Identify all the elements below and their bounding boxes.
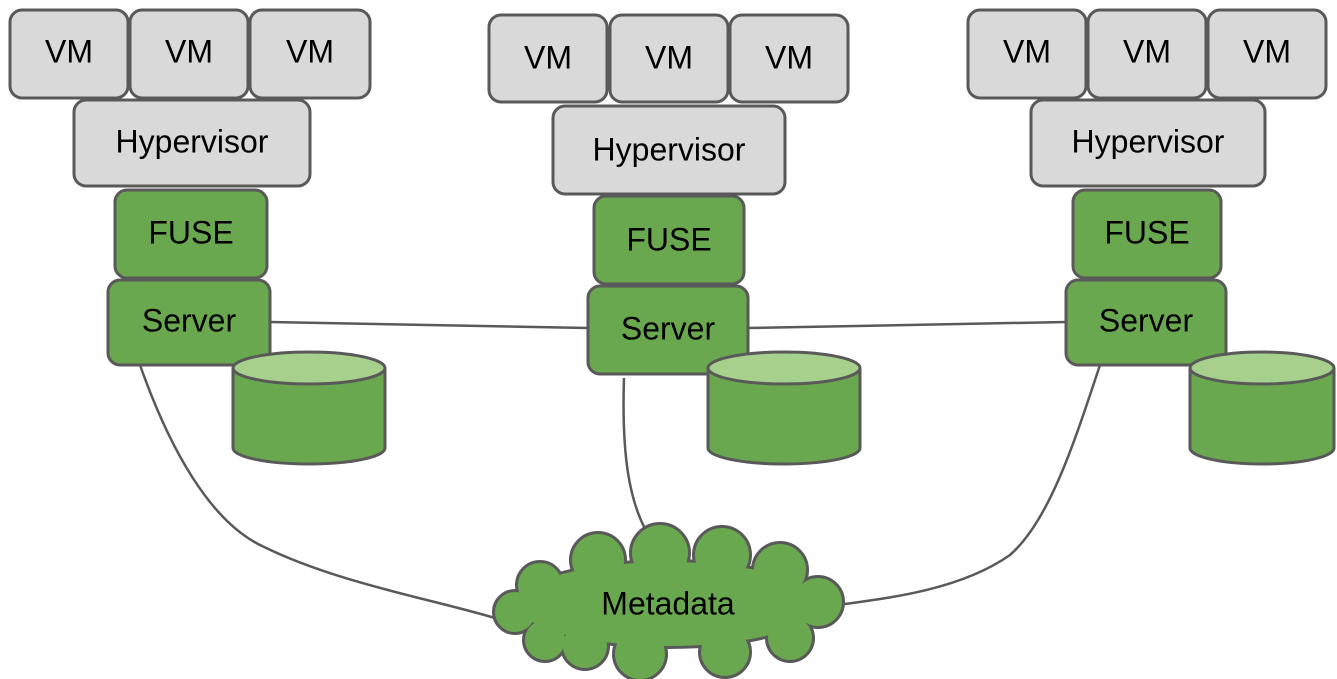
node-2-fuse: FUSE bbox=[592, 194, 746, 286]
node-3: VM VM VM Hypervisor FUSE Server bbox=[966, 8, 1336, 466]
metadata-link-middle bbox=[622, 377, 659, 549]
hypervisor-label: Hypervisor bbox=[116, 123, 269, 159]
node-1-vm-3: VM bbox=[248, 8, 372, 100]
node-3-server: Server bbox=[1064, 278, 1228, 367]
node-1-vm-1: VM bbox=[8, 8, 130, 100]
node-2-vm-1: VM bbox=[487, 13, 609, 104]
vm-label: VM bbox=[765, 39, 813, 75]
node-1-fuse: FUSE bbox=[113, 188, 269, 280]
node-2-server: Server bbox=[586, 284, 750, 376]
server-label: Server bbox=[142, 302, 237, 338]
node-2-disk-icon bbox=[706, 350, 862, 466]
server-label: Server bbox=[621, 310, 716, 346]
node-3-vm-3: VM bbox=[1206, 8, 1328, 100]
node-1-hypervisor: Hypervisor bbox=[72, 98, 312, 188]
node-3-vm-1: VM bbox=[966, 8, 1088, 100]
metadata-link-left bbox=[138, 364, 509, 624]
node-2-vm-3: VM bbox=[728, 13, 850, 104]
server-label: Server bbox=[1099, 302, 1194, 338]
server-link-middle-right bbox=[747, 320, 1067, 330]
node-1-vm-2: VM bbox=[128, 8, 250, 100]
node-3-vm-2: VM bbox=[1086, 8, 1208, 100]
vm-label: VM bbox=[645, 39, 693, 75]
hypervisor-label: Hypervisor bbox=[593, 131, 746, 167]
vm-label: VM bbox=[524, 39, 572, 75]
fuse-label: FUSE bbox=[148, 214, 233, 250]
node-1: VM VM VM Hypervisor FUSE Server bbox=[8, 8, 387, 466]
vm-label: VM bbox=[1123, 33, 1171, 69]
server-link-left-middle bbox=[269, 320, 589, 330]
node-3-hypervisor: Hypervisor bbox=[1029, 98, 1267, 188]
node-1-disk-icon bbox=[231, 350, 387, 466]
vm-label: VM bbox=[1003, 33, 1051, 69]
node-2-hypervisor: Hypervisor bbox=[551, 104, 787, 196]
vm-label: VM bbox=[45, 33, 93, 69]
node-1-server: Server bbox=[106, 278, 272, 367]
metadata-label: Metadata bbox=[601, 585, 735, 621]
node-3-disk-icon bbox=[1188, 350, 1336, 466]
connections bbox=[138, 320, 1102, 624]
vm-label: VM bbox=[286, 33, 334, 69]
hypervisor-label: Hypervisor bbox=[1072, 123, 1225, 159]
vm-label: VM bbox=[1243, 33, 1291, 69]
fuse-label: FUSE bbox=[1104, 214, 1189, 250]
metadata-link-right bbox=[829, 364, 1102, 608]
cloud-icon bbox=[492, 522, 845, 679]
node-2-vm-2: VM bbox=[608, 13, 730, 104]
metadata-cloud: Metadata bbox=[492, 522, 845, 679]
vm-label: VM bbox=[165, 33, 213, 69]
fuse-label: FUSE bbox=[626, 221, 711, 257]
node-2: VM VM VM Hypervisor FUSE Server bbox=[487, 13, 862, 466]
node-3-fuse: FUSE bbox=[1071, 188, 1223, 280]
